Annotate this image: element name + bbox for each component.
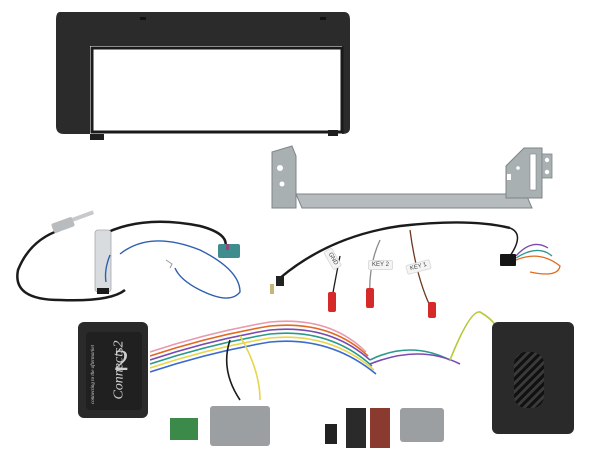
antenna-adapter [0,210,270,320]
tagline: connecting to the aftermarket [91,344,97,405]
mounting-bracket [266,144,556,214]
steering-wheel-lead: GND KEY 2 KEY 1 [270,216,570,326]
interface-box-right [492,322,574,434]
wiring-harness [149,300,510,450]
label-key-2: KEY 2 [368,260,393,270]
fascia-panel [52,8,352,148]
interface-box-left: Connects2 connecting to the aftermarket … [78,322,148,418]
